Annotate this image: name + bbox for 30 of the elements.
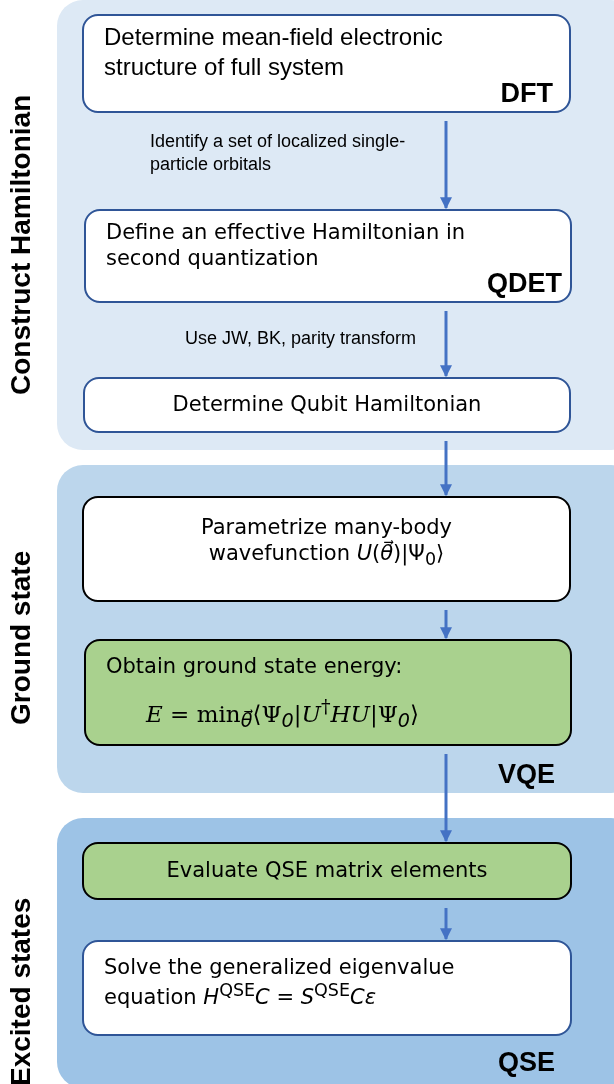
method-label: QDET <box>487 268 562 299</box>
highlighted-process-box <box>84 639 572 746</box>
edge-label: Identify a set of localized single-particle orbitals <box>150 130 407 177</box>
step-text: Evaluate QSE matrix elements <box>165 857 489 884</box>
method-label: VQE <box>497 759 555 790</box>
method-label: QSE <box>497 1047 555 1078</box>
arrow <box>440 311 452 378</box>
step-text: Parametrize many-body wavefunction U(θ⃗)|Ψ$_{0}$⟩ <box>200 514 453 572</box>
step-text: Determine Qubit Hamiltonian <box>171 391 483 418</box>
stage-label: Excited states <box>5 897 37 1084</box>
process-box <box>82 940 572 1036</box>
step-text: Determine mean-field electronic structure of full system <box>104 22 444 82</box>
equation: E = min$_{θ⃗}$⟨Ψ$_{0}$|U$^{†}$HU|Ψ$_{0}$⟩ <box>146 695 420 733</box>
stage-label: Construct Hamiltonian <box>5 94 37 395</box>
step-text: Define an effective Hamiltonian in second quantization <box>106 219 467 272</box>
arrow <box>440 754 452 843</box>
step-text: Obtain ground state energy: <box>106 653 404 680</box>
process-box <box>82 496 571 602</box>
arrow <box>440 121 452 210</box>
step-text: Solve the generalized eigenvalue equation H$^{QSE}$C = S$^{QSE}$Cε <box>104 954 456 1011</box>
process-box <box>84 209 572 303</box>
arrow <box>440 908 452 941</box>
arrow <box>440 441 452 497</box>
process-box <box>83 377 571 433</box>
method-label: DFT <box>500 78 553 109</box>
process-box <box>82 14 571 113</box>
arrow <box>440 610 452 640</box>
edge-label: Use JW, BK, parity transform <box>185 327 418 350</box>
stage-label: Ground state <box>5 550 37 725</box>
highlighted-process-box <box>82 842 572 900</box>
